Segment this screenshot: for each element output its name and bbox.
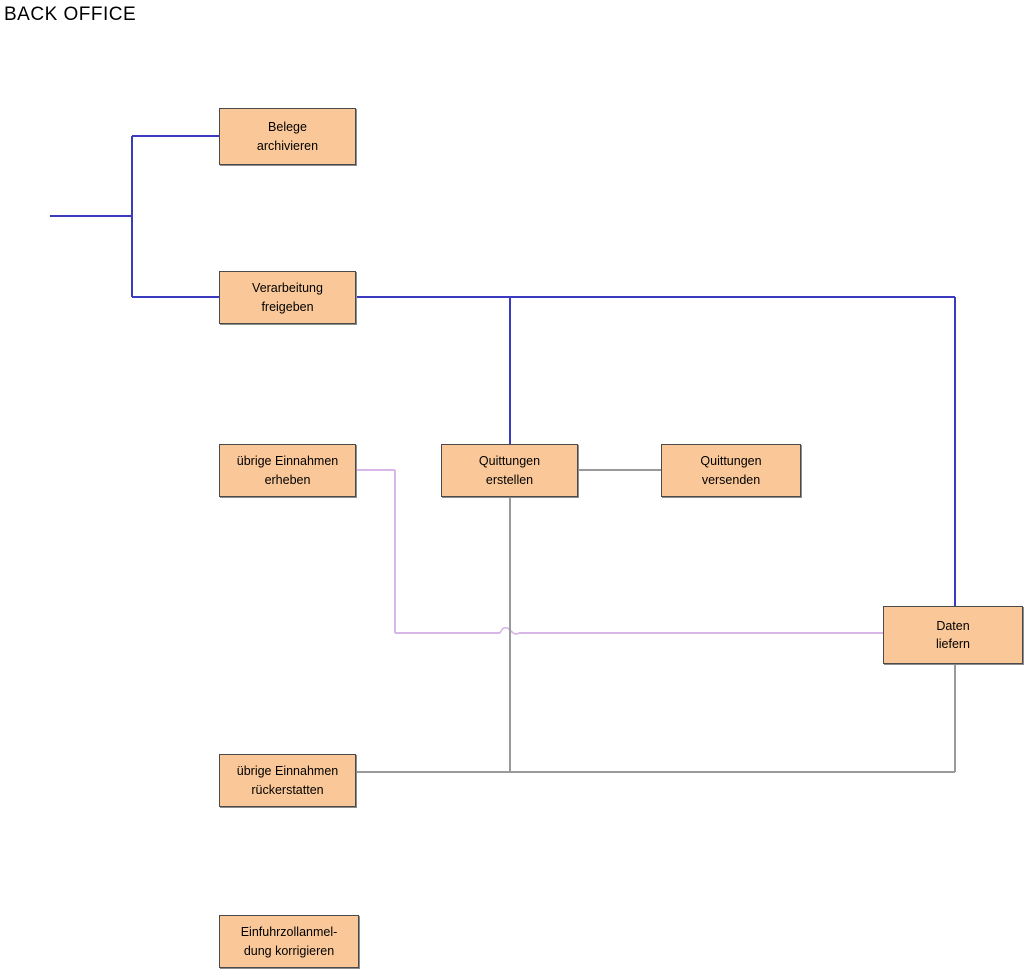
node-label-quittungen-versenden: Quittungen versenden: [700, 454, 762, 487]
node-einfuhrzollanmeldung-korrigieren[interactable]: Einfuhrzollanmel- dung korrigieren: [219, 915, 359, 968]
node-label-verarbeitung-freigeben: Verarbeitung freigeben: [252, 281, 323, 314]
page-title: BACK OFFICE: [4, 4, 137, 25]
connector-split-to-belege-and-verarbeitung: [50, 135, 219, 298]
connector-bottom-bus-rueckerstatten-to-daten: [356, 664, 956, 773]
node-label-daten-liefern: Daten liefern: [935, 618, 971, 651]
node-quittungen-erstellen[interactable]: Quittungen erstellen: [441, 444, 578, 497]
connector-einnahmen-erheben-to-daten-liefern: [356, 469, 883, 635]
node-quittungen-versenden[interactable]: Quittungen versenden: [661, 444, 801, 497]
node-label-belege-archivieren: Belege archivieren: [256, 120, 319, 153]
node-label-uebrige-einnahmen-erheben: übrige Einnahmen erheben: [236, 454, 339, 487]
node-uebrige-einnahmen-erheben[interactable]: übrige Einnahmen erheben: [219, 444, 356, 497]
node-belege-archivieren[interactable]: Belege archivieren: [219, 108, 356, 165]
node-label-uebrige-einnahmen-rueckerstatten: übrige Einnahmen rückerstatten: [236, 764, 339, 797]
connector-group: [50, 135, 956, 773]
node-verarbeitung-freigeben[interactable]: Verarbeitung freigeben: [219, 271, 356, 324]
connector-verarbeitung-to-quittungen-erstellen-and-daten: [356, 296, 956, 606]
node-label-quittungen-erstellen: Quittungen erstellen: [478, 454, 541, 487]
node-uebrige-einnahmen-rueckerstatten[interactable]: übrige Einnahmen rückerstatten: [219, 754, 356, 807]
node-label-einfuhrzollanmeldung-korrigieren: Einfuhrzollanmel- dung korrigieren: [240, 925, 338, 958]
node-daten-liefern[interactable]: Daten liefern: [883, 606, 1023, 664]
